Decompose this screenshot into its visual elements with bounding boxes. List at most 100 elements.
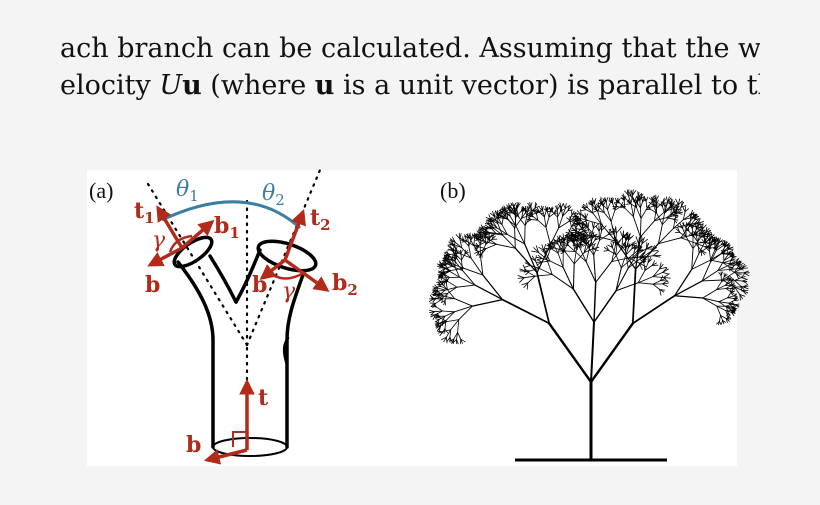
tree-branch bbox=[529, 267, 540, 272]
tree-branch bbox=[662, 201, 665, 207]
tree-branch bbox=[701, 270, 719, 282]
tree-branch bbox=[558, 221, 570, 229]
tree-branch bbox=[582, 240, 586, 245]
tree-branch bbox=[730, 303, 735, 306]
tree-branch bbox=[533, 247, 539, 253]
tree-branch bbox=[738, 260, 742, 267]
tree-branch bbox=[659, 289, 662, 296]
tree-branch bbox=[625, 239, 629, 252]
tree-branch bbox=[625, 248, 633, 256]
tree-branch bbox=[463, 267, 484, 276]
tree-branch bbox=[659, 289, 665, 293]
tree-branch bbox=[488, 231, 497, 234]
tree-branch bbox=[580, 209, 587, 212]
tree-branch bbox=[693, 235, 699, 243]
tree-branch bbox=[701, 261, 712, 282]
tree-branch bbox=[441, 281, 446, 283]
tree-branch bbox=[661, 214, 672, 226]
tree-branch bbox=[517, 203, 521, 208]
tree-branch bbox=[451, 248, 460, 254]
tree-branch bbox=[647, 258, 653, 263]
label-gamma-right: γ bbox=[282, 279, 296, 304]
tree-branch bbox=[521, 211, 524, 219]
tree-branch bbox=[702, 289, 718, 299]
tree-branch bbox=[501, 217, 504, 226]
tree-branch bbox=[572, 241, 581, 249]
tree-branch bbox=[622, 193, 626, 199]
tree-branch bbox=[610, 241, 618, 244]
tree-branch bbox=[447, 286, 458, 294]
tree-branch bbox=[634, 196, 637, 202]
tree-branch bbox=[560, 250, 566, 255]
tree-branch bbox=[524, 215, 528, 226]
tree-branch bbox=[742, 286, 749, 290]
label-gamma-left: γ bbox=[152, 228, 166, 253]
label-b1: b1 bbox=[214, 213, 240, 242]
tree-branch bbox=[440, 267, 446, 269]
tree-branch bbox=[722, 262, 731, 265]
tree-branch bbox=[524, 269, 531, 272]
tree-branch bbox=[728, 261, 737, 266]
tree-branch bbox=[583, 243, 587, 254]
tree-branch bbox=[572, 227, 577, 234]
tree-branch bbox=[485, 241, 497, 245]
tree-branch bbox=[488, 214, 492, 220]
tree-branch bbox=[581, 222, 584, 231]
tree-branch bbox=[680, 226, 690, 239]
tree-branch bbox=[724, 240, 728, 247]
tree-branch bbox=[447, 258, 453, 265]
tree-branch bbox=[589, 237, 593, 248]
tree-branch bbox=[439, 264, 445, 268]
tree-branch bbox=[460, 253, 462, 261]
tree-branch bbox=[656, 212, 663, 226]
tree-branch bbox=[615, 236, 618, 244]
tree-branch bbox=[607, 244, 613, 248]
tree-branch bbox=[437, 289, 446, 292]
tree-branch bbox=[720, 314, 727, 320]
tree-branch bbox=[578, 223, 584, 231]
tree-branch bbox=[677, 198, 681, 206]
tree-branch bbox=[437, 274, 444, 279]
tree-branch bbox=[509, 215, 517, 227]
tree-branch bbox=[717, 264, 730, 271]
branch-diagram bbox=[146, 168, 322, 457]
tree-branch bbox=[648, 201, 654, 206]
tree-branch bbox=[562, 238, 567, 244]
tree-branch bbox=[637, 248, 647, 255]
tree-branch bbox=[615, 282, 639, 292]
tree-branch bbox=[489, 232, 497, 238]
tree-branch bbox=[725, 285, 732, 289]
tree-branch bbox=[569, 219, 572, 228]
tree-branch bbox=[434, 294, 440, 296]
tree-branch bbox=[585, 239, 590, 248]
tree-branch bbox=[735, 258, 738, 265]
tree-branch bbox=[658, 203, 663, 207]
tree-branch bbox=[437, 294, 440, 300]
tree-branch bbox=[574, 251, 587, 263]
tree-branch bbox=[562, 233, 565, 241]
tree-branch bbox=[445, 282, 448, 291]
tree-branch bbox=[697, 234, 701, 243]
tree-branch bbox=[656, 199, 659, 206]
tree-branch bbox=[484, 224, 490, 228]
tree-branch bbox=[641, 238, 648, 245]
tree-branch bbox=[628, 232, 631, 241]
tree-branch bbox=[442, 270, 451, 273]
tree-branch bbox=[449, 271, 460, 278]
tree-branch bbox=[582, 229, 592, 239]
vector-b1 bbox=[180, 219, 215, 250]
tree-branch bbox=[493, 215, 497, 221]
tree-branch bbox=[524, 225, 526, 245]
tree-branch bbox=[534, 274, 553, 277]
tree-branch bbox=[659, 263, 664, 270]
tree-branch bbox=[457, 319, 460, 333]
tree-branch bbox=[700, 241, 706, 244]
tree-branch bbox=[478, 237, 487, 239]
tree-branch bbox=[607, 228, 612, 235]
tree-branch bbox=[595, 225, 600, 232]
tree-branch bbox=[536, 271, 551, 325]
tree-branch bbox=[701, 279, 724, 282]
tree-branch bbox=[562, 266, 574, 290]
tree-branch bbox=[691, 252, 700, 270]
tree-branch bbox=[637, 243, 643, 255]
